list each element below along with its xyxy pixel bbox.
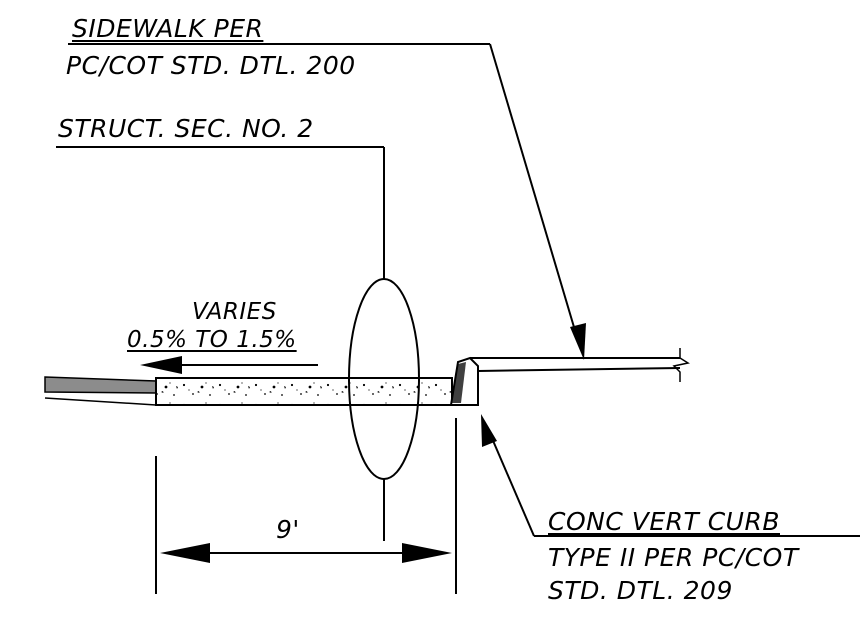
break-line	[672, 348, 690, 382]
sidewalk-callout-line2: PC/COT STD. DTL. 200	[66, 51, 356, 80]
curb-leader	[487, 428, 860, 537]
structural-section-leader	[56, 146, 385, 541]
dimension-arrowhead-right	[402, 543, 452, 563]
existing-pavement	[44, 376, 157, 394]
sidewalk-slab	[470, 357, 681, 372]
slope-arrow-head	[140, 356, 182, 374]
curb-callout-line3: STD. DTL. 209	[548, 576, 733, 605]
sidewalk-leader-arrowhead	[570, 323, 586, 360]
slope-callout-line1: VARIES	[192, 299, 277, 325]
existing-pavement-lower-line	[44, 397, 157, 406]
curb-callout-line2: TYPE II PER PC/COT	[548, 543, 799, 572]
dimension-extension-lines	[155, 418, 457, 594]
curb-shaded-face	[452, 362, 466, 403]
dimension-label: 9'	[276, 515, 300, 544]
sidewalk-leader	[68, 43, 580, 345]
concrete-slab	[155, 377, 453, 406]
dimension-arrowhead-left	[160, 543, 210, 563]
curb-callout-line1: CONC VERT CURB	[548, 507, 780, 536]
curb-leader-arrowhead	[481, 414, 497, 447]
slope-callout-line2: 0.5% TO 1.5%	[127, 327, 297, 353]
sidewalk-callout-line1: SIDEWALK PER	[72, 14, 264, 43]
structural-section-callout: STRUCT. SEC. NO. 2	[58, 114, 314, 143]
